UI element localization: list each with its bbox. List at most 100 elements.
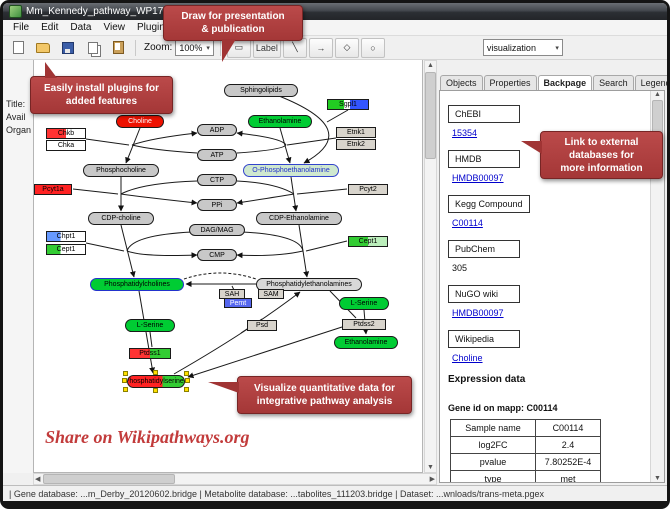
copy-button[interactable] [82, 38, 104, 58]
pathway-node-adp[interactable]: ADP [197, 124, 237, 136]
selection-handle[interactable] [184, 370, 189, 376]
canvas-vertical-scrollbar[interactable]: ▲ ▼ [424, 60, 437, 473]
pathway-node-ppi[interactable]: PPi [197, 199, 237, 211]
pathway-node-pemt[interactable]: Pemt [224, 298, 252, 308]
pathway-node-sphingolipids[interactable]: Sphingolipids [224, 83, 298, 97]
tool-arrow[interactable]: → [308, 37, 333, 58]
pathway-node-atp[interactable]: ATP [197, 149, 237, 161]
app-window: Mm_Kennedy_pathway_WP1771_45176.gpml... … [3, 3, 667, 501]
scroll-right-arrow[interactable]: ▶ [429, 475, 435, 483]
save-icon [62, 41, 74, 54]
scroll-down-arrow[interactable]: ▼ [427, 464, 434, 471]
tab-search[interactable]: Search [593, 75, 634, 90]
pathway-node-choline[interactable]: Choline [116, 114, 164, 128]
zoom-select[interactable]: 100% ▾ [175, 39, 214, 56]
pathway-node-phosphocholine[interactable]: Phosphocholine [83, 163, 159, 177]
pathway-node-cdp-ethanolamine[interactable]: CDP-Ethanolamine [256, 211, 342, 225]
pathway-node-sgpl1[interactable]: Sgpl1 [327, 98, 369, 110]
pathway-node-chpt1[interactable]: Chpt1 [46, 230, 86, 242]
pathway-node-ethanolamine[interactable]: Ethanolamine [248, 114, 312, 128]
pathway-node-o-phosphoethanolamine[interactable]: O-Phosphoethanolamine [243, 163, 339, 177]
chevron-down-icon: ▾ [206, 44, 210, 52]
pathway-node-l-serine-right[interactable]: L-Serine [339, 296, 389, 310]
database-link[interactable]: Choline [452, 353, 483, 363]
expression-cell: pvalue [450, 453, 536, 471]
pathway-node-ptdss1[interactable]: Ptdss1 [129, 347, 171, 359]
pathway-node-psd[interactable]: Psd [247, 319, 277, 331]
scroll-up-arrow[interactable]: ▲ [427, 62, 434, 69]
database-link[interactable]: HMDB00097 [452, 173, 504, 183]
selection-handle[interactable] [185, 378, 190, 383]
scroll-up-arrow[interactable]: ▲ [654, 91, 661, 98]
pathway-node-cept1-right[interactable]: Cept1 [348, 235, 388, 247]
database-link[interactable]: HMDB00097 [452, 308, 504, 318]
database-header: ChEBI [448, 105, 520, 123]
menu-edit[interactable]: Edit [41, 22, 59, 33]
scroll-left-arrow[interactable]: ◀ [35, 475, 41, 483]
tool-shape[interactable]: ◇ [334, 37, 359, 58]
title-bar[interactable]: Mm_Kennedy_pathway_WP1771_45176.gpml... [3, 3, 667, 20]
chevron-down-icon: ▾ [555, 44, 559, 52]
paste-button[interactable] [107, 38, 129, 58]
pathway-node-pcyt2[interactable]: Pcyt2 [348, 183, 388, 195]
pathway-node-etnk1[interactable]: Etnk1 [336, 126, 376, 138]
pathway-node-phosphatidylcholines[interactable]: Phosphatidylcholines [90, 277, 184, 291]
tool-label[interactable]: Label [252, 37, 281, 58]
tool-line[interactable]: ╲ [282, 37, 307, 58]
share-annotation: Share on Wikipathways.org [45, 427, 250, 447]
database-link[interactable]: C00114 [452, 218, 483, 228]
pathway-node-etnk2[interactable]: Etnk2 [336, 138, 376, 150]
scroll-down-arrow[interactable]: ▼ [654, 475, 661, 482]
database-link[interactable]: 15354 [452, 128, 478, 138]
menu-view[interactable]: View [103, 22, 125, 33]
selection-handle[interactable] [123, 386, 128, 392]
new-file-icon [12, 41, 24, 54]
selection-handle[interactable] [153, 369, 158, 375]
visualization-select[interactable]: visualization ▾ [482, 39, 563, 56]
tab-legend[interactable]: Legend [634, 75, 667, 90]
selection-handle[interactable] [123, 370, 128, 376]
new-file-button[interactable] [7, 38, 29, 58]
canvas-horizontal-scrollbar[interactable]: ◀ ▶ [33, 473, 437, 485]
pathway-node-pcyt1a[interactable]: Pcyt1a [34, 183, 72, 195]
pathway-node-phosphatidylserines[interactable]: Phosphatidylserines [127, 374, 185, 388]
selection-handle[interactable] [153, 387, 158, 393]
tab-backpage[interactable]: Backpage [537, 75, 593, 90]
pathway-node-l-serine-left[interactable]: L-Serine [125, 318, 175, 332]
callout-draw-presentation: Draw for presentation& publication [163, 5, 303, 62]
pathway-node-cept1-left[interactable]: Cept1 [46, 243, 86, 255]
save-button[interactable] [57, 38, 79, 58]
pathway-node-cmp[interactable]: CMP [197, 249, 237, 261]
menu-plugins[interactable]: Plugins [136, 22, 170, 33]
callout-pointer [208, 382, 239, 393]
pathway-node-ethanolamine-2[interactable]: Ethanolamine [334, 335, 398, 349]
scrollbar-thumb[interactable] [425, 72, 436, 159]
pathway-node-ctp[interactable]: CTP [197, 174, 237, 186]
expression-cell: type [450, 470, 536, 482]
pathway-node-sam[interactable]: SAM [258, 289, 284, 299]
menu-data[interactable]: Data [70, 22, 92, 33]
tab-objects[interactable]: Objects [440, 75, 483, 90]
pathway-node-ptdss2[interactable]: Ptdss2 [342, 318, 386, 330]
scrollbar-thumb[interactable] [43, 474, 176, 484]
selection-handle[interactable] [122, 378, 127, 383]
selection-handle[interactable] [184, 386, 189, 392]
pathway-node-phosphatidylethanolamines[interactable]: Phosphatidylethanolamines [256, 277, 362, 291]
pathway-node-dag-mag[interactable]: DAG/MAG [189, 224, 245, 236]
tool-ellipse[interactable]: ○ [360, 37, 385, 58]
pathway-node-cdp-choline[interactable]: CDP-choline [88, 211, 154, 225]
pathway-node-chkb[interactable]: Chkb [46, 127, 86, 139]
pathway-node-chka[interactable]: Chka [46, 139, 86, 151]
open-button[interactable] [32, 38, 54, 58]
tab-properties[interactable]: Properties [483, 75, 537, 90]
menu-file[interactable]: File [13, 22, 30, 33]
